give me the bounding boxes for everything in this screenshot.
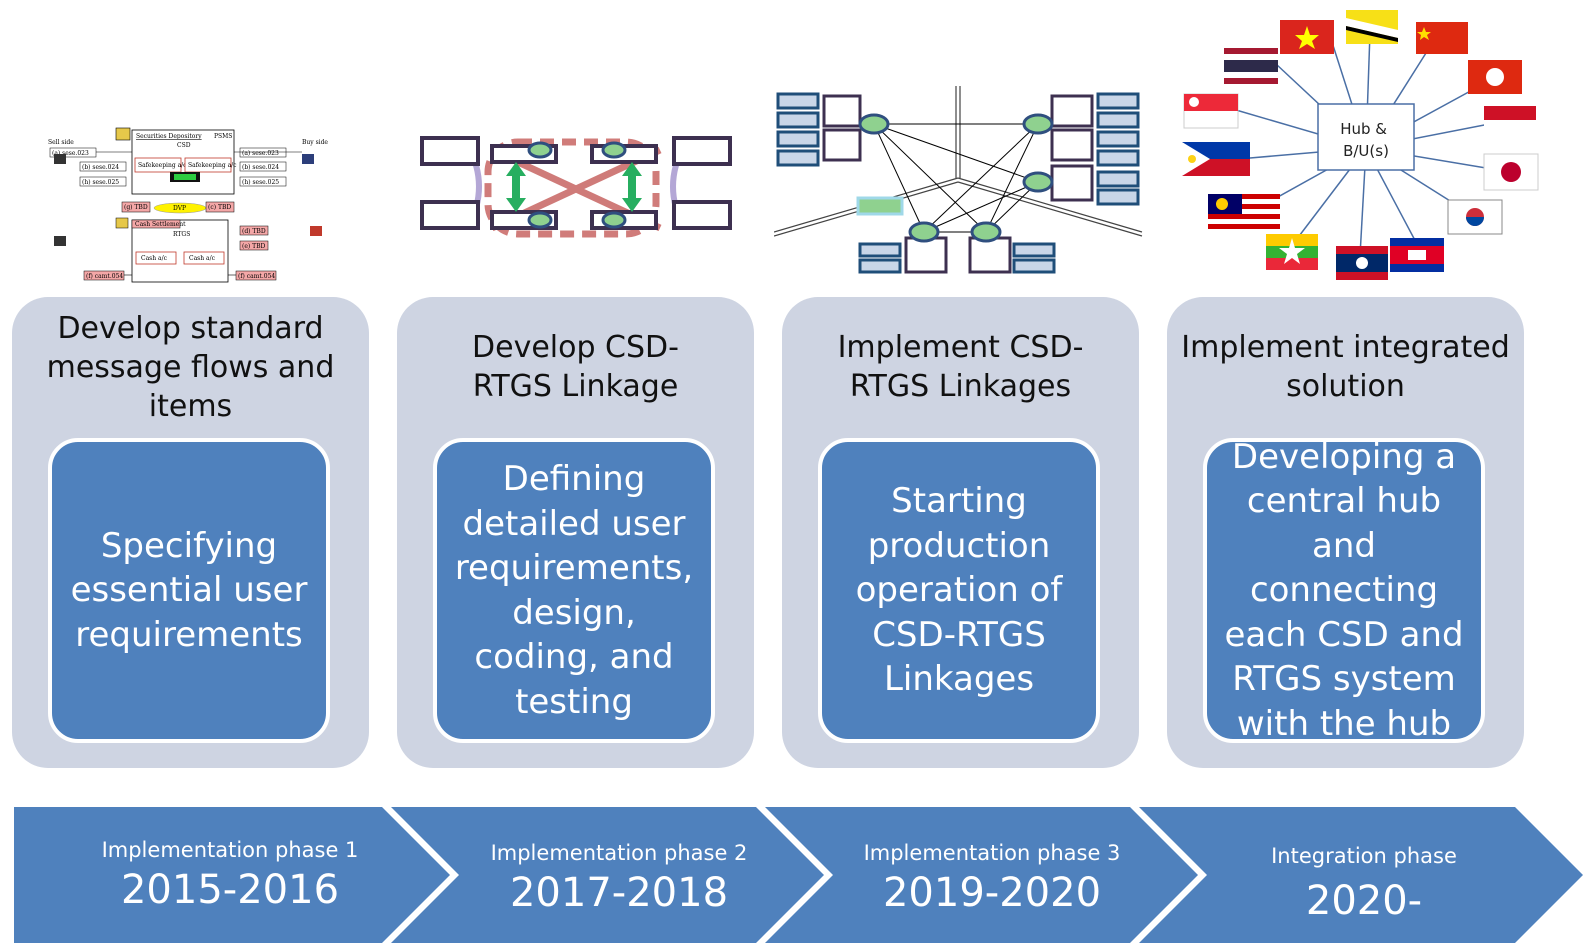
message-h-label: (h) sese.025 [82,179,119,186]
phase-arrow [14,807,450,943]
singapore-flag-icon [1183,93,1239,129]
myanmar-flag-icon [1266,234,1318,270]
bank-icon [54,154,66,164]
message-f-label: (f) camt.054 [238,273,275,280]
safekeeping-label: Safekeeping a/c [138,162,187,169]
phase-card: Implement integrated solution Developing… [1167,297,1524,768]
message-f-label: (f) camt.054 [86,273,123,280]
phase-card: Implement CSD-RTGS Linkages Starting pro… [782,297,1139,768]
message-a-label: (a) sese.023 [242,150,279,157]
phase-label: Implementation phase 2 [490,841,748,865]
linkage-diagram [420,136,732,238]
message-flow-diagram: Sell side Buy side Securities Depository… [48,127,328,283]
brunei-flag-icon [1346,10,1398,44]
hong-kong-flag-icon [1468,60,1522,94]
indonesia-flag-icon [1484,106,1536,136]
tbd-e-label: (e) TBD [242,243,266,250]
phase-card: Develop CSD-RTGS Linkage Defining detail… [397,297,754,768]
network-diagram [774,86,1143,274]
message-b-label: (b) sese.024 [82,164,119,171]
card-description-text: Defining detailed user requirements, des… [454,459,694,722]
bank-icon [54,236,66,246]
cash-account-label: Cash a/c [189,255,216,262]
message-a-label: (a) sese.023 [52,150,89,157]
phase-label: Integration phase [1271,844,1457,868]
card-description-text: Specifying essential user requirements [70,525,308,655]
dvp-label: DVP [173,205,186,212]
hub-diagram: Hub & B/U(s) [1182,10,1539,280]
phase-arrow [765,807,1198,943]
south-korea-flag-icon [1447,199,1503,235]
rtgs-label: RTGS [173,231,190,238]
phase-arrow [1139,807,1583,943]
cambodia-flag-icon [1390,238,1444,272]
china-flag-icon [1416,22,1468,54]
buy-side-label: Buy side [302,139,328,146]
csd-label: CSD [177,142,191,149]
laos-flag-icon [1336,246,1388,280]
card-description: Defining detailed user requirements, des… [433,438,715,743]
philippines-flag-icon [1182,142,1250,176]
psms-label: PSMS [214,133,232,140]
malaysia-flag-icon [1208,194,1280,230]
sell-side-label: Sell side [48,139,74,146]
tbd-c-label: (c) TBD [208,204,231,211]
message-b-label: (b) sese.024 [242,164,279,171]
bank-icon [310,226,322,236]
phase-arrow [391,807,824,943]
cash-account-label: Cash a/c [141,255,168,262]
phase-years: 2019-2020 [882,870,1102,916]
bank-icon [302,154,314,164]
phase-years: 2015-2016 [120,867,340,913]
card-description-text: Starting production operation of CSD-RTG… [855,481,1063,700]
cash-settlement-label: Cash Settlement [135,221,186,228]
message-h-label: (h) sese.025 [242,179,279,186]
phase-card: Develop standard message flows and items… [12,297,369,768]
card-description: Specifying essential user requirements [48,438,330,743]
card-description: Developing a central hub and connecting … [1203,437,1485,744]
phase-label: Implementation phase 3 [863,841,1121,865]
vietnam-flag-icon [1280,20,1334,54]
phase-arrow-bar [14,807,1583,943]
card-description: Starting production operation of CSD-RTG… [818,438,1100,743]
card-title: Implement CSD-RTGS Linkages [837,330,1084,404]
hub-label: Hub & B/U(s) [1340,120,1392,160]
bank-icon [115,127,131,141]
card-title: Develop standard message flows and items [46,311,335,424]
tbd-d-label: (d) TBD [242,228,266,235]
card-title: Develop CSD-RTGS Linkage [472,330,679,404]
phase-years: 2017-2018 [509,870,729,916]
thailand-flag-icon [1224,48,1278,84]
card-title: Implement integrated solution [1181,330,1510,404]
phase-years: 2020- [1305,878,1423,924]
phase-label: Implementation phase 1 [101,838,359,862]
tbd-g-label: (g) TBD [124,204,148,211]
bank-icon [115,217,129,229]
card-description-text: Developing a central hub and connecting … [1224,436,1464,744]
japan-flag-icon [1483,153,1539,191]
securities-depository-label: Securities Depository [136,133,202,140]
safekeeping-label: Safekeeping a/c [188,162,237,169]
